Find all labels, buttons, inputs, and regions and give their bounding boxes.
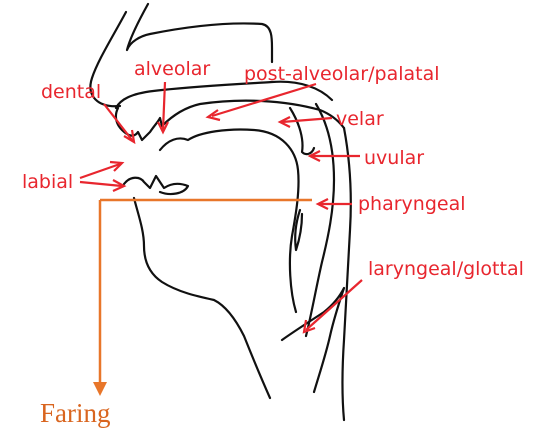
label-pharyngeal: pharyngeal bbox=[358, 193, 466, 215]
chin-neck-front bbox=[134, 198, 270, 398]
label-laryngeal-glottal: laryngeal/glottal bbox=[368, 258, 524, 280]
label-uvular: uvular bbox=[364, 147, 424, 169]
label-dental: dental bbox=[41, 81, 101, 103]
tongue bbox=[160, 129, 299, 312]
label-labial: labial bbox=[22, 171, 73, 193]
neck-back bbox=[343, 128, 351, 420]
pointer-lines bbox=[80, 82, 362, 332]
velum bbox=[290, 108, 314, 154]
pointer-post-alveolar bbox=[212, 84, 316, 116]
nasal-cavity-lower bbox=[116, 82, 332, 108]
label-velar: velar bbox=[336, 108, 384, 130]
pharynx-back-wall bbox=[306, 104, 334, 336]
lower-lip bbox=[124, 176, 188, 194]
nasal-cavity-upper bbox=[127, 4, 272, 62]
caption-faring: Faring bbox=[40, 398, 111, 429]
label-post-alveolar-palatal: post-alveolar/palatal bbox=[244, 63, 440, 85]
annotation-arrowhead bbox=[93, 382, 107, 396]
label-alveolar: alveolar bbox=[134, 58, 210, 80]
